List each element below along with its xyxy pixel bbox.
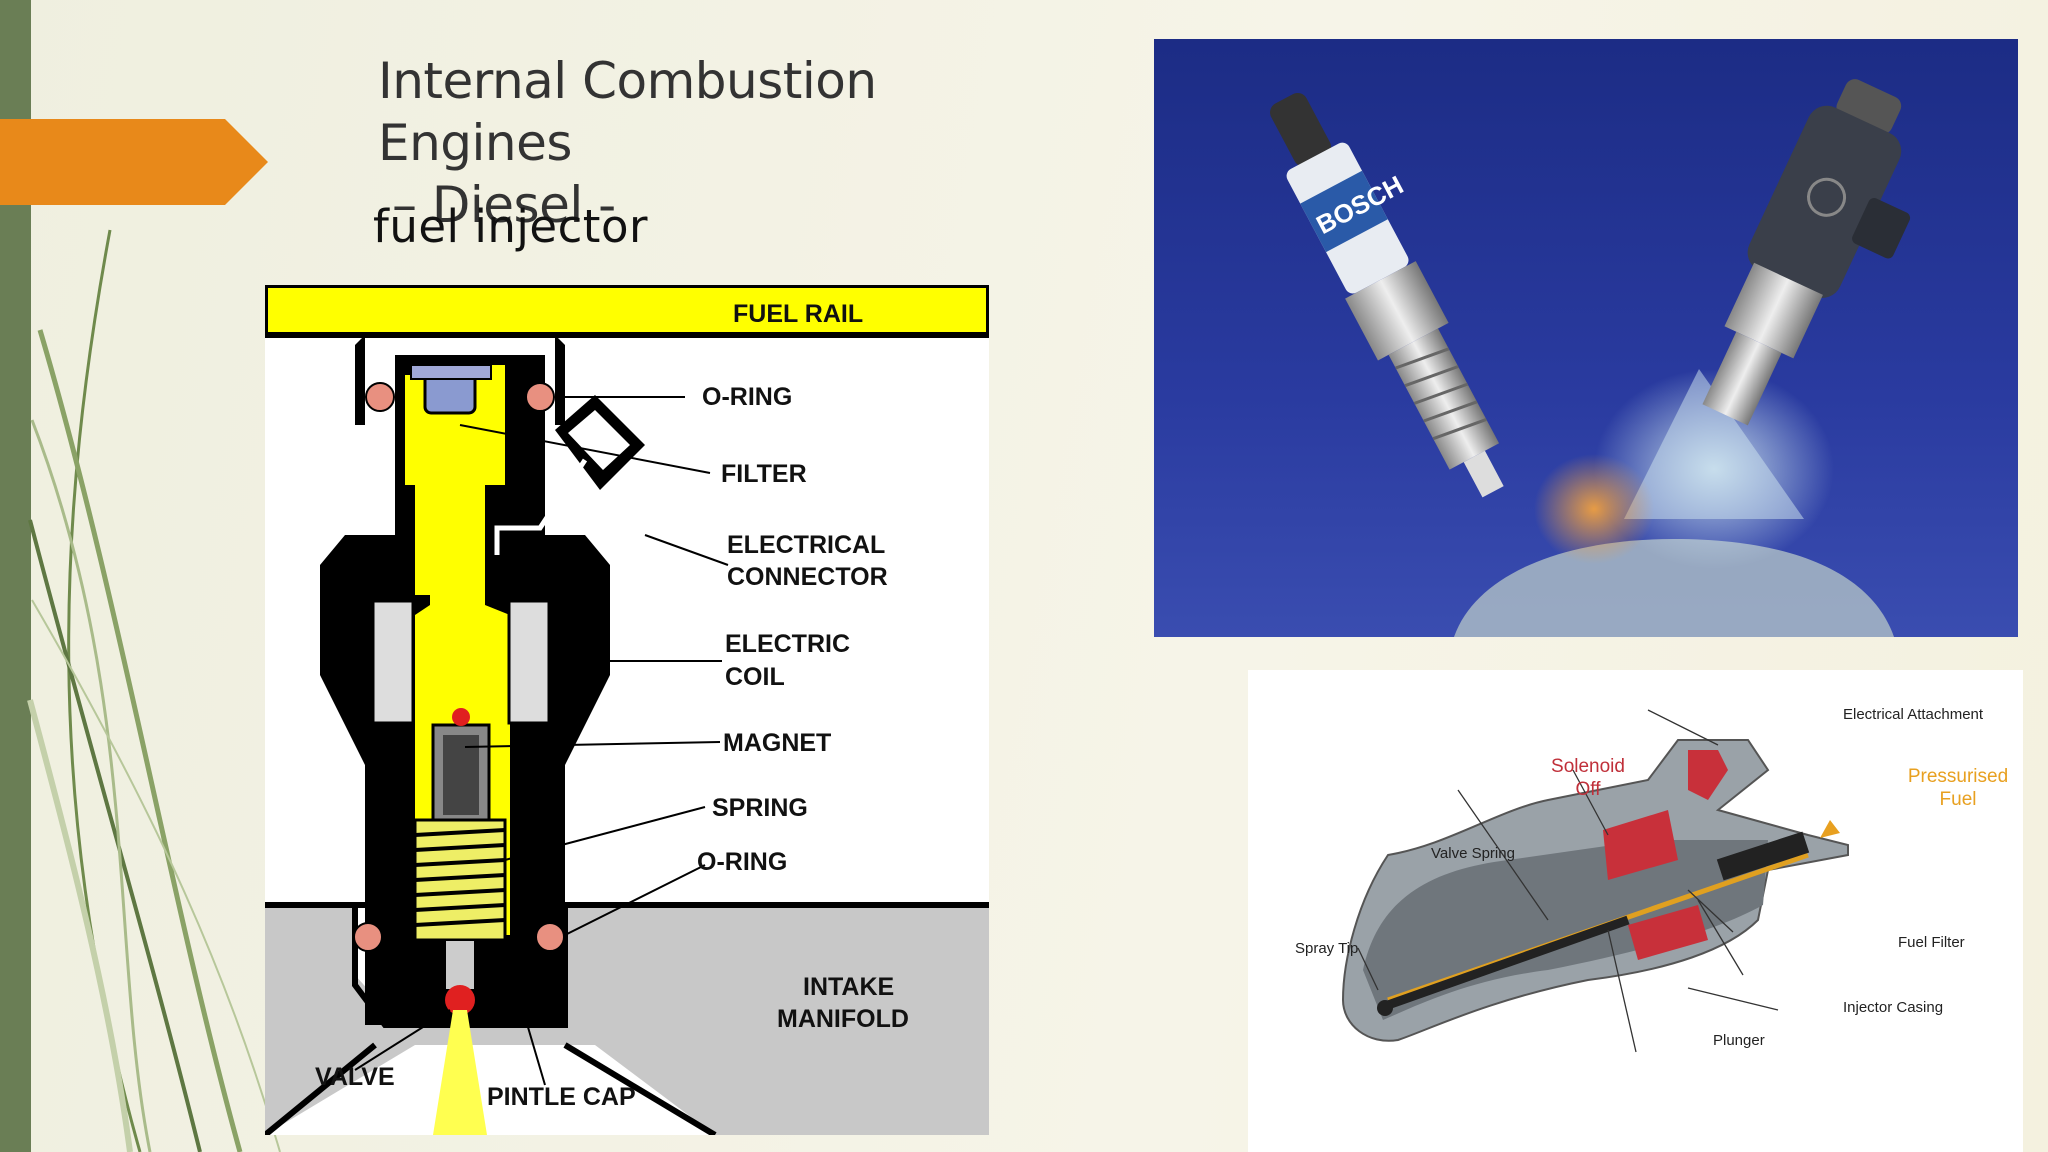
subtitle-fuel-injector: fuel injector [373, 200, 648, 253]
label-filter: FILTER [721, 460, 807, 488]
label-pressurised-2: Fuel [1940, 789, 1977, 810]
title-line-1: Internal Combustion Engines [378, 52, 877, 172]
label-plunger: Plunger [1713, 1032, 1765, 1049]
fuel-injector-diagram: FUEL RAIL [265, 285, 989, 1135]
injector-cutaway-diagram: Electrical Attachment Solenoid Off Press… [1248, 670, 2023, 1152]
label-o-ring-top: O-RING [702, 383, 792, 411]
label-valve: VALVE [315, 1063, 395, 1091]
label-injector-casing: Injector Casing [1843, 999, 1943, 1016]
label-electrical-connector-2: CONNECTOR [727, 563, 888, 591]
label-magnet: MAGNET [723, 729, 831, 757]
photo-spark-plug-and-injector: BOSCH [1154, 39, 2018, 637]
title-line-2: – Diesel - [392, 176, 616, 234]
decorative-grass-lines [27, 229, 281, 1152]
orange-arrow-shape [0, 119, 268, 205]
label-spring: SPRING [712, 794, 808, 822]
label-electrical-attachment: Electrical Attachment [1843, 706, 1984, 723]
label-pressurised-1: Pressurised [1908, 766, 2008, 787]
label-electrical-connector-1: ELECTRICAL [727, 531, 885, 559]
label-electric-coil-1: ELECTRIC [725, 630, 850, 658]
label-solenoid-2: Off [1576, 779, 1602, 800]
slide-title: Internal Combustion Engines – Diesel - [378, 50, 1078, 236]
label-spray-tip: Spray Tip [1295, 940, 1358, 957]
label-solenoid-1: Solenoid [1551, 756, 1625, 777]
label-intake-manifold-2: MANIFOLD [777, 1005, 909, 1033]
label-intake-manifold-1: INTAKE [803, 973, 894, 1001]
label-pintle-cap: PINTLE CAP [487, 1083, 636, 1111]
label-electric-coil-2: COIL [725, 663, 785, 691]
label-fuel-filter: Fuel Filter [1898, 934, 1965, 951]
label-valve-spring: Valve Spring [1431, 845, 1515, 862]
label-o-ring-bottom: O-RING [697, 848, 787, 876]
label-fuel-rail: FUEL RAIL [733, 300, 863, 328]
